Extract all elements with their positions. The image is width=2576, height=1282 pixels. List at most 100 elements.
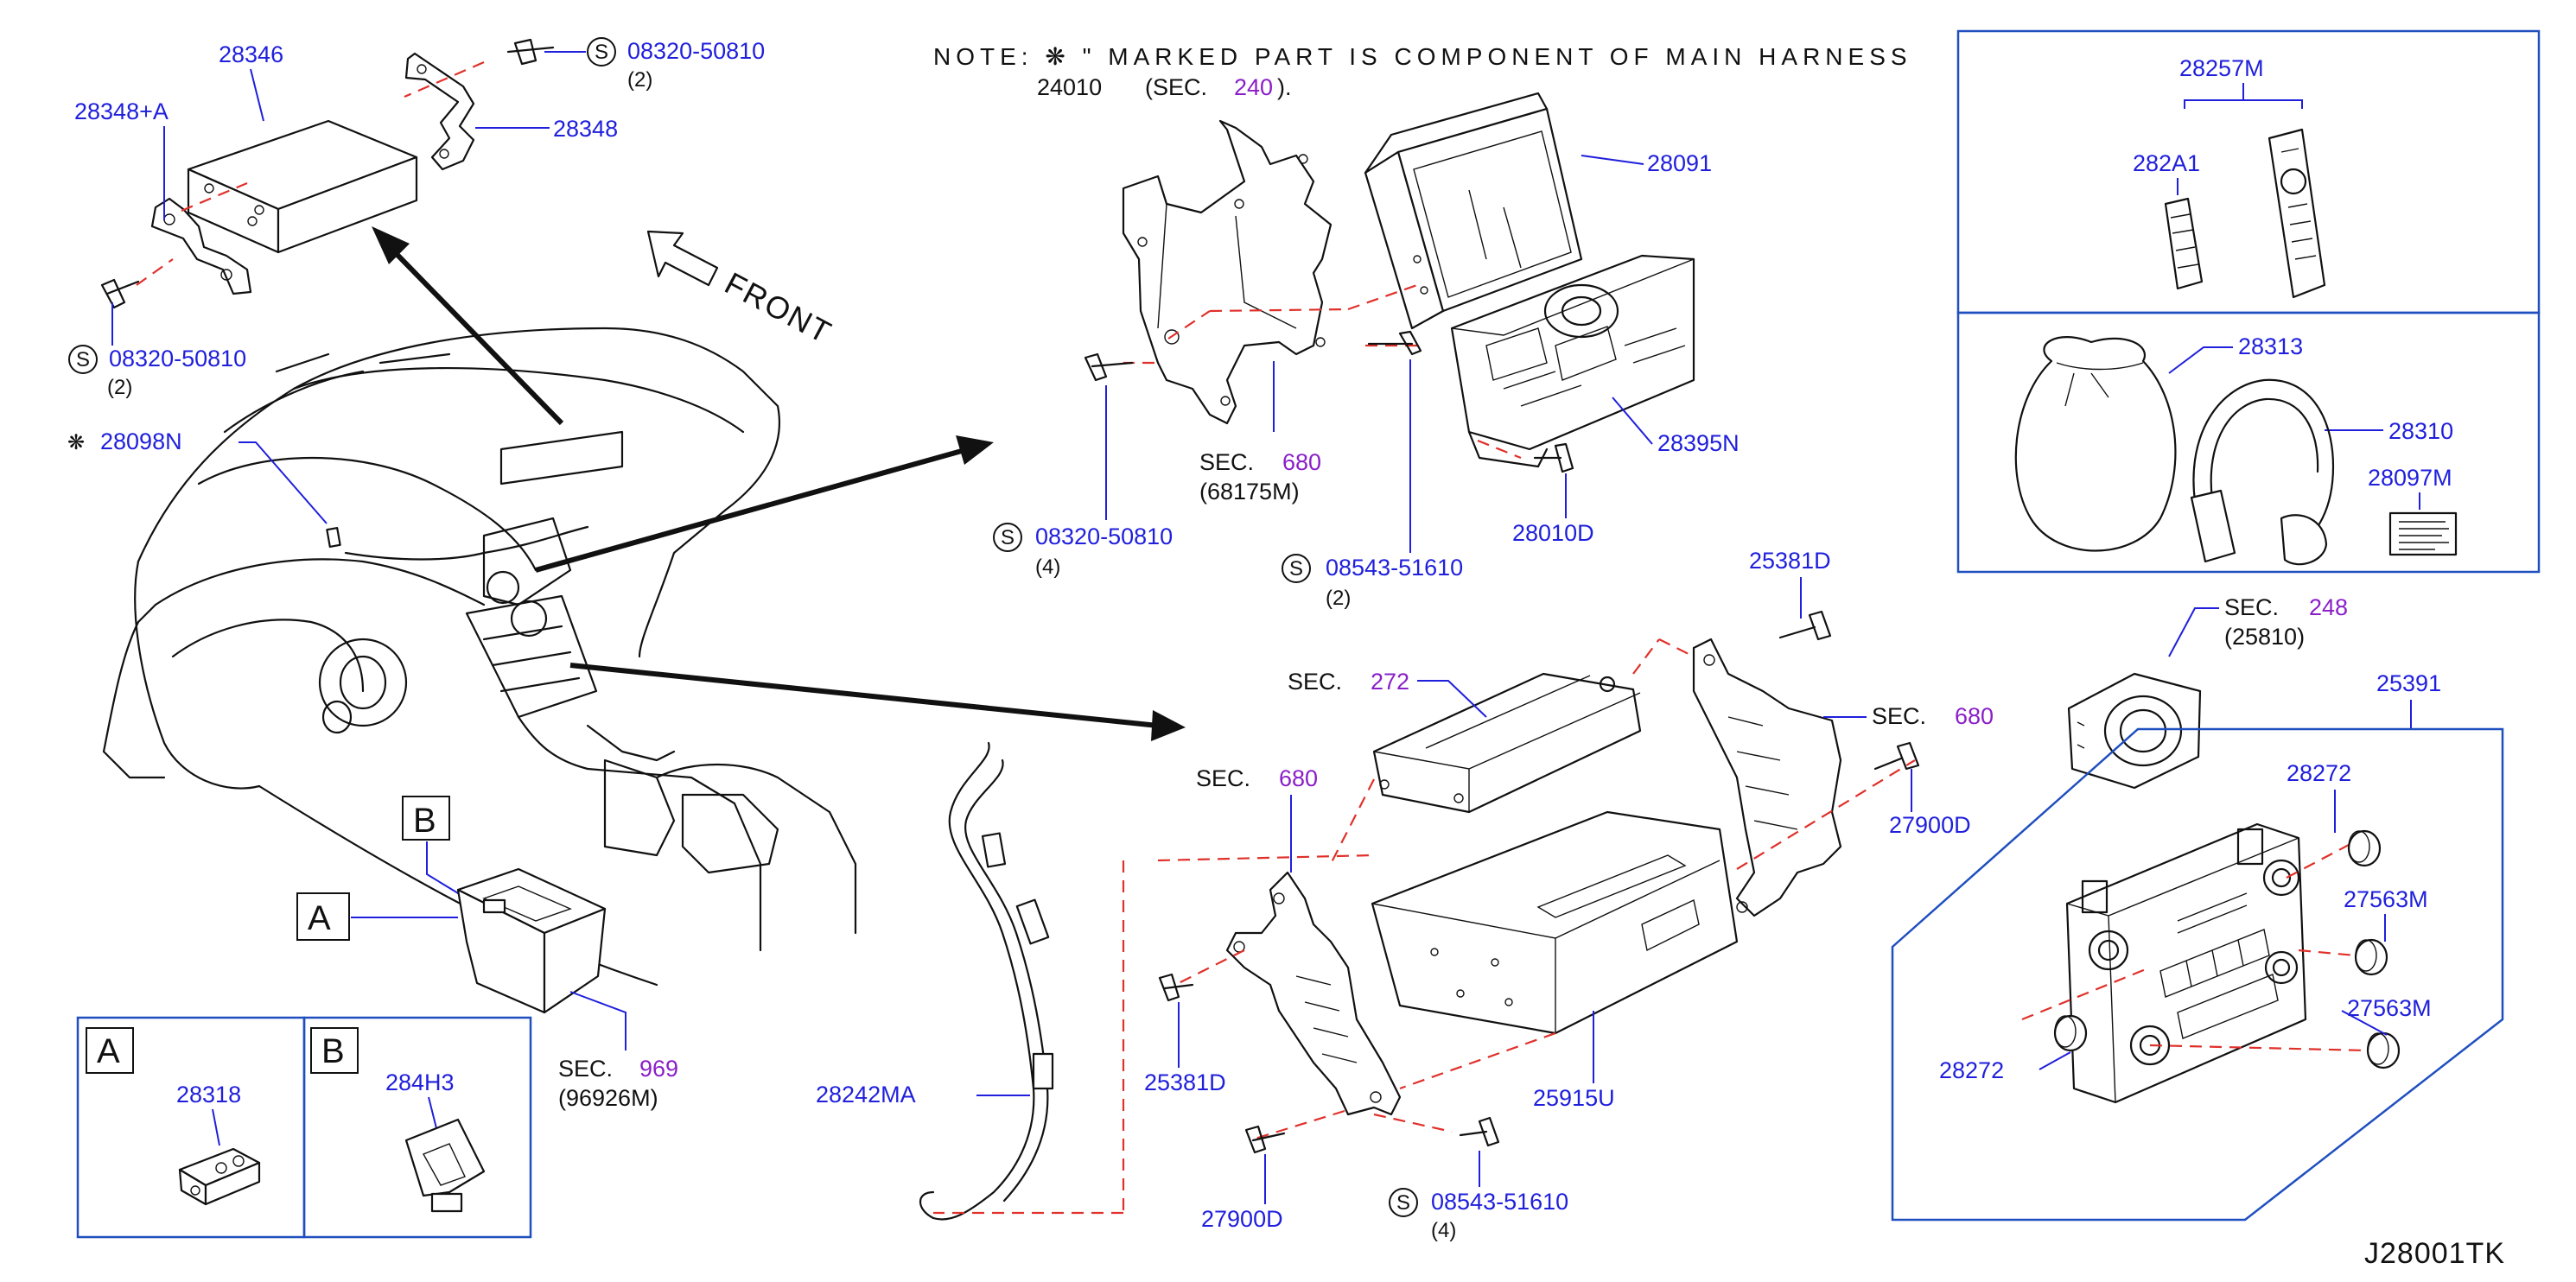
- sec-680c-label: SEC.: [1196, 765, 1250, 791]
- part-08320-50810-left[interactable]: 08320-50810: [109, 346, 246, 371]
- amplifier-sec272-drawing: [1372, 672, 1642, 814]
- headphones-28310-drawing: [2190, 378, 2335, 566]
- part-08543-51610-mid[interactable]: 08543-51610: [1326, 555, 1463, 581]
- note-line-1: NOTE: ❋ " MARKED PART IS COMPONENT OF MA…: [933, 43, 1912, 70]
- part-28318[interactable]: 28318: [176, 1082, 241, 1107]
- part-25381D-top[interactable]: 25381D: [1749, 548, 1831, 574]
- qty-top: (2): [627, 68, 652, 92]
- screw-symbol-bottom-letter: S: [1396, 1191, 1410, 1215]
- sec-680a-num[interactable]: 680: [1282, 449, 1321, 475]
- part-27563M-1[interactable]: 27563M: [2344, 886, 2428, 912]
- sec-680a-ref: (68175M): [1199, 479, 1300, 505]
- part-28348[interactable]: 28348: [553, 116, 618, 142]
- console-pocket-drawing: [456, 867, 607, 1014]
- qty-mid: (4): [1035, 555, 1060, 579]
- headphone-kit-frame: [1956, 311, 2541, 574]
- bolts-mid: [1084, 330, 1574, 473]
- jack-28318-drawing: [178, 1147, 261, 1206]
- sec-248-num[interactable]: 248: [2309, 594, 2348, 620]
- sec-248-label: SEC.: [2224, 594, 2279, 620]
- sec-969-ref: (96926M): [558, 1085, 658, 1111]
- pointer-arrows: [372, 226, 1186, 741]
- part-28310[interactable]: 28310: [2388, 418, 2453, 444]
- controller-28395N-drawing: [1450, 254, 1695, 468]
- marker-a-box: [296, 892, 350, 941]
- screw-symbol-top-letter: S: [595, 41, 608, 64]
- part-282A1[interactable]: 282A1: [2133, 150, 2200, 176]
- part-28272-top[interactable]: 28272: [2287, 760, 2351, 786]
- sec-680a-label: SEC.: [1199, 449, 1254, 475]
- part-28395N[interactable]: 28395N: [1657, 430, 1740, 456]
- sec-272-num[interactable]: 272: [1371, 669, 1409, 695]
- sec-272-label: SEC.: [1288, 669, 1342, 695]
- screw-symbol-mid2-letter: S: [1289, 557, 1303, 581]
- part-25915U[interactable]: 25915U: [1533, 1085, 1615, 1111]
- part-28097M[interactable]: 28097M: [2368, 465, 2452, 491]
- part-27900D-bottom[interactable]: 27900D: [1201, 1206, 1283, 1232]
- part-27900D-right[interactable]: 27900D: [1889, 812, 1971, 838]
- part-284H3[interactable]: 284H3: [385, 1069, 455, 1095]
- inset-a-label: A: [97, 1032, 120, 1070]
- screw-symbol-top: [587, 37, 616, 67]
- note-sec-label: (SEC.: [1145, 74, 1207, 100]
- part-25391[interactable]: 25391: [2376, 670, 2441, 696]
- harness-28242MA-drawing: [919, 741, 1054, 1221]
- part-08543-51610-bottom[interactable]: 08543-51610: [1431, 1189, 1568, 1215]
- part-28313[interactable]: 28313: [2238, 333, 2303, 359]
- screw-symbol-left: [68, 345, 98, 374]
- screw-symbol-mid: [993, 523, 1022, 552]
- screw-symbol-mid-letter: S: [1001, 526, 1014, 549]
- part-28091[interactable]: 28091: [1647, 150, 1712, 176]
- bracket-left-drawing: [1225, 871, 1402, 1116]
- sec-969-label: SEC.: [558, 1056, 613, 1082]
- sec-248-ref: (25810): [2224, 624, 2305, 650]
- part-28272-bottom[interactable]: 28272: [1939, 1057, 2004, 1083]
- qty-left: (2): [107, 376, 132, 399]
- display-28091-drawing: [1364, 92, 1583, 330]
- bracket-right-drawing: [1692, 638, 1842, 917]
- sec-680b-label: SEC.: [1872, 703, 1926, 729]
- inset-b-box: [310, 1027, 359, 1074]
- inset-b-label: B: [321, 1032, 345, 1070]
- sec-680b-num[interactable]: 680: [1955, 703, 1994, 729]
- screw-symbol-left-letter: S: [76, 348, 90, 371]
- part-28346[interactable]: 28346: [219, 41, 283, 67]
- unit-25915U-drawing: [1371, 810, 1739, 1035]
- note-sec-close: ).: [1277, 74, 1292, 100]
- part-08320-50810-top[interactable]: 08320-50810: [627, 38, 765, 64]
- diagram-code: J28001TK: [2364, 1237, 2505, 1270]
- pouch-28313-drawing: [2014, 336, 2177, 552]
- remote-control-drawing: [2268, 128, 2326, 299]
- front-label: FRONT: [719, 265, 838, 351]
- control-panel-frame: [1891, 727, 2504, 1222]
- label-card-28097M-drawing: [2388, 511, 2458, 556]
- note-part-24010[interactable]: 24010: [1037, 74, 1102, 100]
- sec-969-num[interactable]: 969: [639, 1056, 678, 1082]
- display-bracket-drawing: [1122, 119, 1333, 425]
- marker-b: B: [413, 802, 436, 840]
- part-28348A[interactable]: 28348+A: [74, 98, 169, 124]
- inset-a-box: [86, 1027, 134, 1074]
- screw-symbol-mid2: [1282, 554, 1311, 583]
- remote-battery-cover-drawing: [2164, 197, 2204, 290]
- sec-680c-num[interactable]: 680: [1279, 765, 1318, 791]
- part-28242MA[interactable]: 28242MA: [816, 1082, 916, 1107]
- part-28010D[interactable]: 28010D: [1512, 520, 1594, 546]
- front-arrow: [646, 230, 719, 287]
- harness-symbol: ❋: [67, 431, 85, 454]
- part-08320-50810-mid[interactable]: 08320-50810: [1035, 524, 1173, 549]
- marker-a: A: [308, 899, 331, 937]
- part-25381D-left[interactable]: 25381D: [1144, 1069, 1226, 1095]
- bolts-bottom: [1158, 610, 1920, 1154]
- part-27563M-2[interactable]: 27563M: [2347, 995, 2432, 1021]
- module-28346-drawing: [100, 38, 555, 309]
- part-28098N[interactable]: 28098N: [100, 428, 182, 454]
- jack-284H3-drawing: [404, 1118, 486, 1213]
- marker-b-box: [402, 796, 450, 841]
- note-sec-240[interactable]: 240: [1234, 74, 1273, 100]
- part-28257M[interactable]: 28257M: [2179, 55, 2264, 81]
- screw-symbol-bottom: [1389, 1188, 1418, 1217]
- qty-mid2: (2): [1326, 587, 1351, 610]
- control-panel-25391-drawing: [2065, 822, 2307, 1104]
